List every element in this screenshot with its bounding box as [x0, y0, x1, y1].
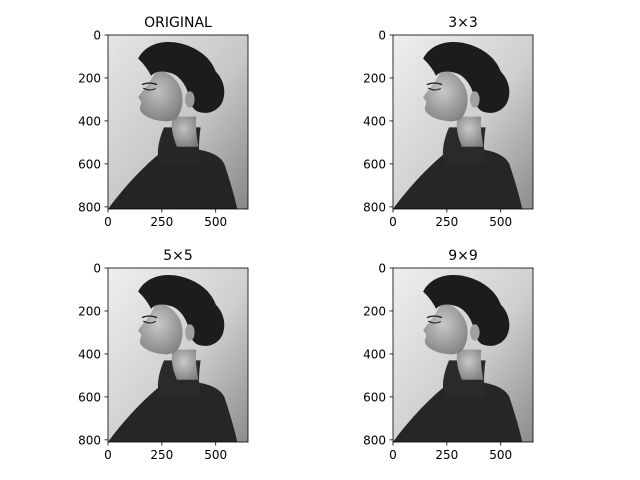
- y-tick-label: 600: [78, 390, 101, 404]
- portrait-image: [108, 35, 249, 209]
- x-tick-label: 0: [104, 448, 112, 462]
- y-tick-label: 400: [78, 114, 101, 128]
- subplot-title: 9×9: [448, 248, 478, 264]
- y-tick-label: 400: [78, 347, 101, 361]
- y-tick-label: 800: [363, 433, 386, 447]
- y-tick-label: 400: [363, 114, 386, 128]
- y-tick-label: 600: [78, 157, 101, 171]
- y-tick-label: 200: [78, 71, 101, 85]
- y-tick-label: 0: [378, 29, 386, 43]
- x-tick-label: 250: [435, 215, 458, 229]
- subplot-title: ORIGINAL: [144, 15, 212, 31]
- x-tick-label: 250: [435, 448, 458, 462]
- x-tick-label: 500: [204, 215, 227, 229]
- subplot-1: ORIGINAL 0 250 500 0 200 400 600 800: [78, 15, 249, 229]
- y-tick-label: 600: [363, 390, 386, 404]
- x-tick-label: 500: [489, 448, 512, 462]
- x-tick-label: 500: [204, 448, 227, 462]
- portrait-image: [108, 268, 249, 442]
- y-tick-label: 0: [378, 262, 386, 276]
- x-tick-label: 0: [389, 215, 397, 229]
- axes-frame: [107, 34, 249, 210]
- y-tick-label: 0: [93, 29, 101, 43]
- subplot-3: 5×5 0 250 500 0 200 400 600 800: [78, 248, 249, 462]
- y-tick-label: 0: [93, 262, 101, 276]
- axes-frame: [392, 267, 534, 443]
- subplot-title: 5×5: [163, 248, 193, 264]
- x-tick-label: 0: [389, 448, 397, 462]
- y-tick-label: 200: [363, 304, 386, 318]
- portrait-image: [393, 268, 534, 442]
- subplot-4: 9×9 0 250 500 0 200 400 600 800: [363, 248, 534, 462]
- axes-frame: [392, 34, 534, 210]
- x-tick-label: 250: [150, 215, 173, 229]
- subplot-2: 3×3 0 250 500 0 200 400 600 800: [363, 15, 534, 229]
- subplot-grid: ORIGINAL 0 250 500 0 200 400 600 800 3×3 0 250 500 0 2…: [78, 15, 534, 462]
- x-tick-label: 0: [104, 215, 112, 229]
- y-tick-label: 200: [78, 304, 101, 318]
- y-tick-label: 400: [363, 347, 386, 361]
- portrait-image: [393, 35, 534, 209]
- y-tick-label: 800: [78, 433, 101, 447]
- x-tick-label: 250: [150, 448, 173, 462]
- y-tick-label: 200: [363, 71, 386, 85]
- axes-frame: [107, 267, 249, 443]
- y-tick-label: 800: [363, 200, 386, 214]
- subplot-title: 3×3: [448, 15, 478, 31]
- x-tick-label: 500: [489, 215, 512, 229]
- y-tick-label: 600: [363, 157, 386, 171]
- y-tick-label: 800: [78, 200, 101, 214]
